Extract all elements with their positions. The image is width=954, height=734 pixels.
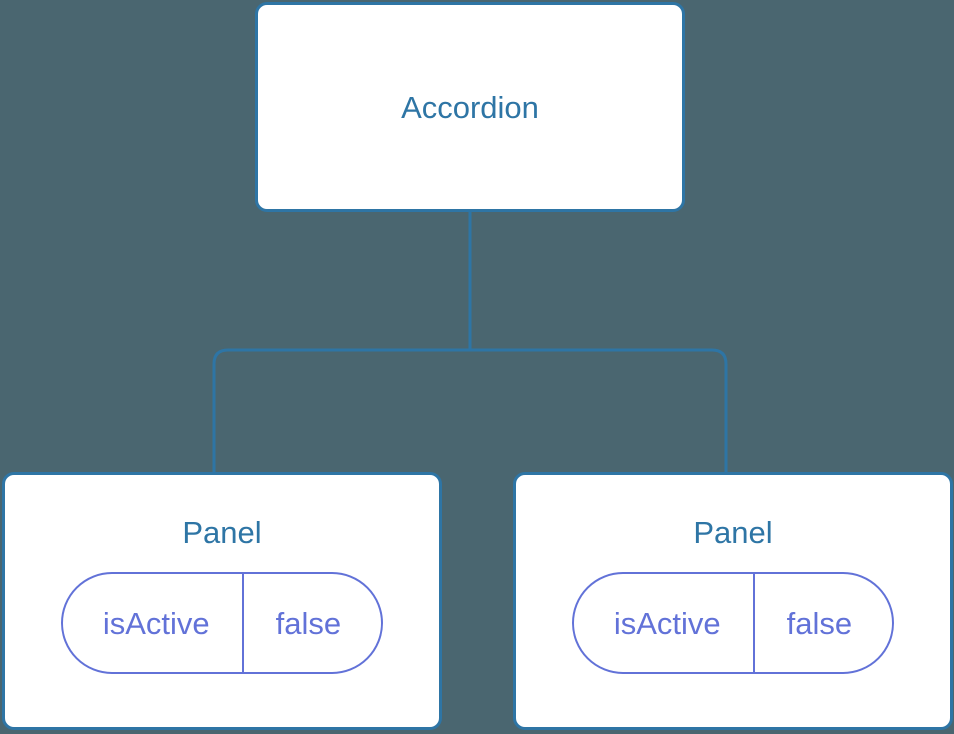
state-value-left: false bbox=[241, 574, 381, 672]
node-title-accordion: Accordion bbox=[401, 89, 539, 125]
node-accordion[interactable]: Accordion bbox=[255, 2, 685, 212]
state-pill-right[interactable]: isActive false bbox=[571, 572, 895, 674]
state-key-left: isActive bbox=[102, 605, 210, 641]
connector-branch-left bbox=[212, 348, 470, 474]
connector-branch-right bbox=[470, 348, 728, 474]
state-value-right: false bbox=[752, 574, 892, 672]
node-title-panel-left: Panel bbox=[182, 515, 262, 550]
node-panel-right[interactable]: Panel isActive false bbox=[513, 472, 953, 730]
state-pill-left[interactable]: isActive false bbox=[60, 572, 384, 674]
state-key-right: isActive bbox=[613, 605, 721, 641]
node-title-panel-right: Panel bbox=[693, 515, 773, 550]
node-panel-left[interactable]: Panel isActive false bbox=[2, 472, 442, 730]
